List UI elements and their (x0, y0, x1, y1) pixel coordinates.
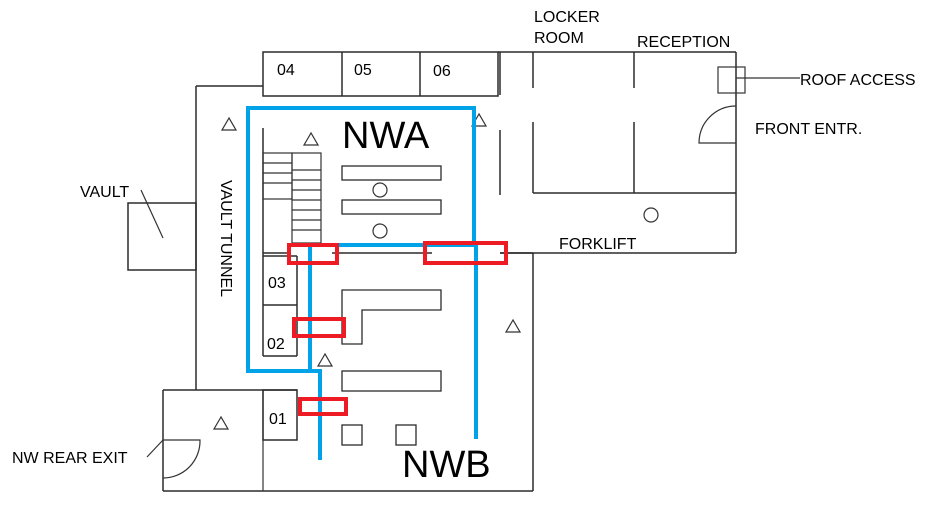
vault-leader (140, 189, 164, 239)
circle-marker (372, 182, 388, 198)
triangle-marker (316, 352, 334, 367)
hazard-boxes (287, 241, 508, 416)
crate (341, 424, 363, 446)
fixtures (341, 165, 442, 446)
rear-exit-door-icon[interactable] (162, 439, 201, 479)
roof-access-label: ROOF ACCESS (800, 72, 916, 89)
triangle-marker (302, 131, 320, 146)
circle-markers (372, 182, 659, 239)
zone-label-nwa: NWA (342, 115, 430, 157)
rear-exit-label: NW REAR EXIT (12, 450, 128, 467)
rack (341, 165, 442, 181)
triangle-marker (504, 318, 522, 333)
rack (341, 370, 442, 392)
leader-lines (140, 77, 800, 458)
front-entrance-door-icon[interactable] (698, 105, 737, 144)
room-label-01: 01 (269, 411, 287, 428)
circle-marker (372, 223, 388, 239)
route-nwa (246, 106, 476, 246)
vault-tunnel-label: VAULT TUNNEL (217, 180, 234, 297)
route-nwb (308, 243, 478, 439)
hazard-box (298, 397, 348, 416)
locker-room-label-line1: LOCKER (534, 9, 600, 26)
hazard-box (423, 241, 508, 265)
zone-label-nwb: NWB (402, 444, 491, 486)
circle-marker (643, 207, 659, 223)
rear-exit-leader (146, 439, 164, 458)
room-label-06: 06 (433, 63, 451, 80)
stairs (262, 152, 322, 244)
hazard-box (292, 317, 346, 338)
room-label-03: 03 (268, 275, 286, 292)
labels: NWA NWB 04 05 06 03 02 01 LOCKER ROOM RE… (12, 9, 916, 486)
storage-rooms-outline (262, 51, 499, 97)
rack (341, 199, 442, 215)
front-entrance-label: FRONT ENTR. (755, 121, 862, 138)
triangle-marker (220, 116, 238, 131)
doors (162, 66, 746, 479)
vault-label: VAULT (80, 184, 129, 201)
triangle-marker (212, 415, 230, 430)
room-label-04: 04 (277, 62, 295, 79)
roof-access-hatch-icon[interactable] (717, 66, 746, 94)
room-label-02: 02 (267, 336, 285, 353)
crate (395, 424, 417, 446)
locker-room-label-line2: ROOM (534, 30, 584, 47)
forklift-label: FORKLIFT (559, 236, 637, 253)
reception-label: RECEPTION (637, 34, 730, 51)
vault-outline (127, 202, 197, 271)
room-label-05: 05 (354, 62, 372, 79)
stair-flight-left (262, 152, 293, 200)
l-shaped-rack (341, 289, 442, 345)
room-01-outline (262, 389, 298, 441)
hazard-box (287, 243, 339, 265)
